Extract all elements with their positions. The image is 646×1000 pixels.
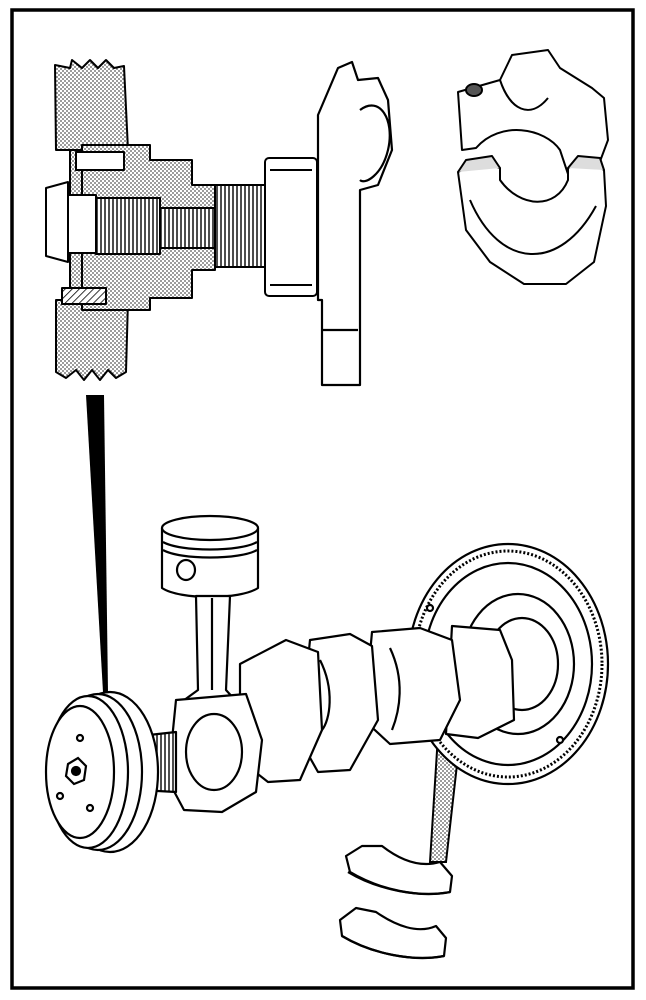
crankshaft-pulley <box>44 690 160 854</box>
pulley-damper-cross-section <box>45 59 318 381</box>
leader-wedge-to-pulley <box>86 395 108 692</box>
connecting-rod-cap-with-bearing-shells <box>457 49 609 285</box>
main-bearing-shell-halves <box>338 844 454 960</box>
figure-border <box>10 8 635 990</box>
crankshaft-rear-seal-flange <box>316 60 394 387</box>
crankshaft <box>138 624 516 814</box>
